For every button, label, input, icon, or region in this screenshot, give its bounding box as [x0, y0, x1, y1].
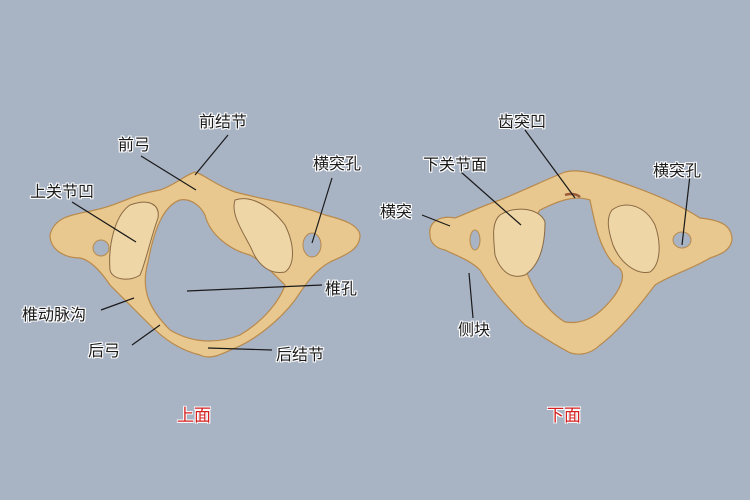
leader-lines-inferior	[421, 129, 691, 319]
label-superior-articular-facet: 上关节凹	[30, 182, 95, 201]
label-transverse-foramen-superior: 横突孔	[313, 154, 362, 173]
label-anterior-arch: 前弓	[118, 135, 151, 154]
transverse-foramen-left-hole	[92, 239, 110, 257]
dens-fovea	[564, 192, 581, 198]
leader-lines-superior	[71, 134, 333, 351]
label-transverse-foramen-inferior: 横突孔	[653, 161, 702, 180]
label-vertebral-artery-groove: 椎动脉沟	[22, 305, 87, 324]
caption-inferior-view: 下面	[547, 406, 581, 426]
atlas-inferior-view	[421, 129, 733, 355]
label-inferior-articular-facet: 下关节面	[423, 155, 488, 174]
label-lateral-mass: 侧块	[458, 320, 491, 339]
label-transverse-process: 横突	[380, 202, 413, 221]
atlas-superior-view	[49, 134, 361, 358]
label-vertebral-foramen: 椎孔	[325, 279, 358, 298]
label-posterior-arch: 后弓	[88, 341, 121, 360]
label-posterior-tubercle: 后结节	[276, 345, 325, 364]
bone-body-superior	[49, 171, 361, 358]
superior-facet-right	[233, 198, 293, 274]
transverse-foramen-left-hole-inf	[469, 229, 481, 251]
inferior-facet-right	[607, 204, 660, 273]
inferior-facet-left	[493, 208, 546, 277]
caption-superior-view: 上面	[177, 406, 211, 426]
label-anterior-tubercle: 前结节	[199, 112, 248, 131]
transverse-foramen-right-hole	[302, 232, 322, 258]
label-facet-for-dens: 齿突凹	[498, 112, 547, 131]
